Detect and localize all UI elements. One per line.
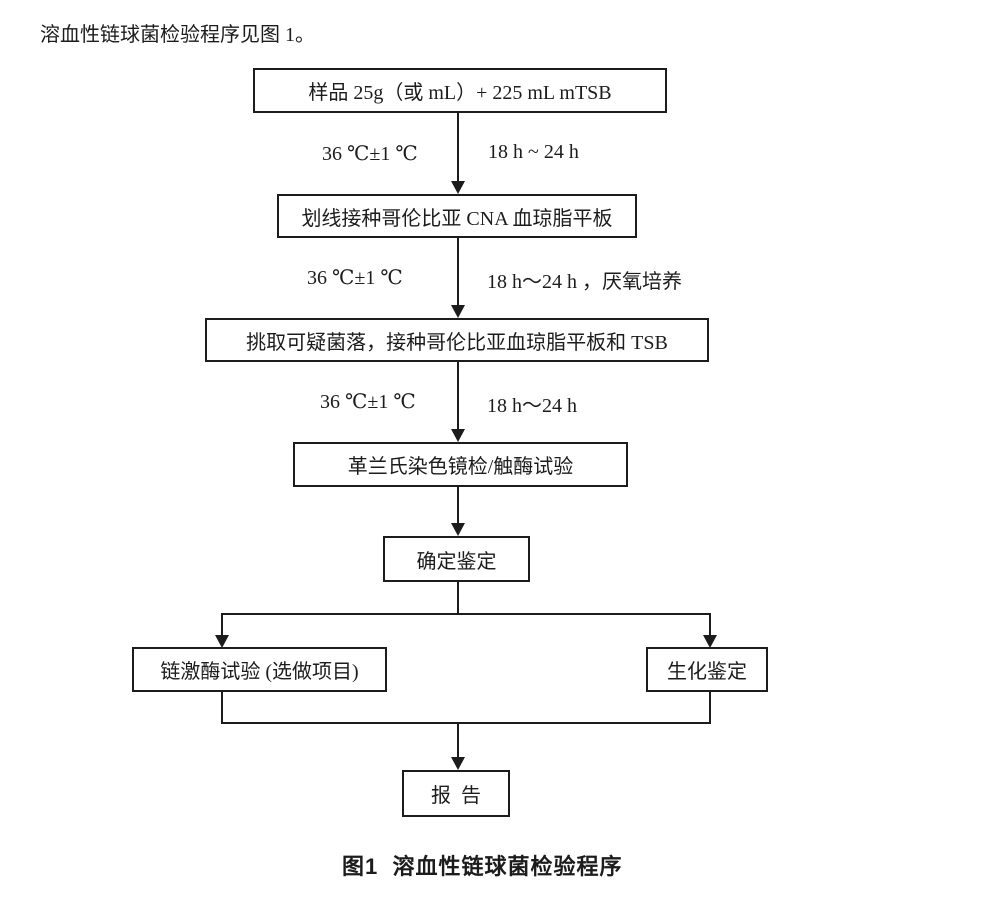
arrow-down-icon [215,635,229,648]
connector-line [457,582,459,615]
flow-node-streak-plate: 划线接种哥伦比亚 CNA 血琼脂平板 [277,194,637,238]
arrow-down-icon [451,429,465,442]
connector-line [709,692,711,724]
connector-line [457,487,459,523]
step1-duration-label: 18 h ~ 24 h [488,141,579,163]
connector-line [221,722,711,724]
flow-node-sample: 样品 25g（或 mL）+ 225 mL mTSB [253,68,667,113]
connector-line [709,613,711,635]
flow-node-pick-colony: 挑取可疑菌落，接种哥伦比亚血琼脂平板和 TSB [205,318,709,362]
connector-line [457,238,459,305]
flow-node-streptokinase-test: 链激酶试验 (选做项目) [132,647,387,692]
flow-node-confirm-id: 确定鉴定 [383,536,530,582]
arrow-down-icon [703,635,717,648]
step1-temperature-label: 36 ℃±1 ℃ [322,143,418,165]
step3-duration-label: 18 h～24 h [487,395,577,417]
step3-temperature-label: 36 ℃±1 ℃ [320,391,416,413]
arrow-down-icon [451,523,465,536]
arrow-down-icon [451,181,465,194]
arrow-down-icon [451,305,465,318]
step2-temperature-label: 36 ℃±1 ℃ [307,267,403,289]
connector-line [457,113,459,181]
flow-node-biochemical-id: 生化鉴定 [646,647,768,692]
flow-node-report: 报 告 [402,770,510,817]
connector-line [221,613,223,635]
connector-line [221,613,711,615]
connector-line [457,362,459,429]
intro-text: 溶血性链球菌检验程序见图 1。 [40,24,315,46]
arrow-down-icon [451,757,465,770]
connector-line [221,692,223,724]
step2-duration-label: 18 h～24 h ，厌氧培养 [487,271,682,293]
figure-caption: 图1 溶血性链球菌检验程序 [342,854,623,879]
flow-node-gram-stain: 革兰氏染色镜检/触酶试验 [293,442,628,487]
connector-line [457,722,459,757]
